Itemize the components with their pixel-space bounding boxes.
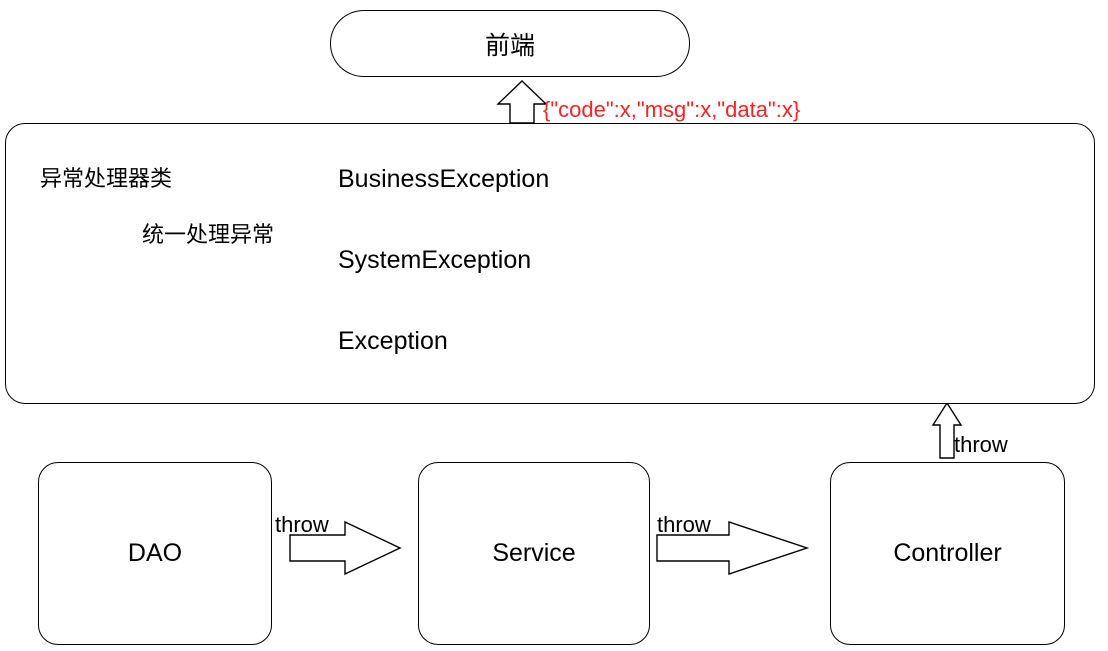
arrow-handler-to-frontend [496, 80, 548, 124]
dao-label: DAO [127, 539, 183, 567]
arrow-dao-to-service [289, 520, 402, 576]
throw-label-dao-to-service: throw [275, 512, 329, 537]
service-label: Service [492, 539, 576, 567]
frontend-label: 前端 [484, 31, 535, 60]
exception-handler-title: 异常处理器类 [40, 166, 173, 191]
throw-label-controller-to-handler: throw [954, 432, 1008, 457]
exception-handler-node[interactable] [5, 123, 1095, 404]
exception-item-business: BusinessException [338, 165, 550, 193]
response-payload-label: {"code":x,"msg":x,"data":x} [543, 97, 801, 122]
service-node[interactable] [418, 462, 650, 645]
throw-label-service-to-controller: throw [657, 512, 711, 537]
arrow-controller-to-handler [931, 401, 963, 459]
controller-label: Controller [893, 539, 1002, 567]
controller-node[interactable] [830, 462, 1065, 645]
exception-item-system: SystemException [338, 246, 532, 274]
exception-item-base: Exception [338, 327, 448, 355]
frontend-node[interactable] [330, 10, 690, 77]
dao-node[interactable] [38, 462, 272, 645]
arrow-service-to-controller [656, 521, 810, 575]
exception-handler-subtitle: 统一处理异常 [142, 222, 275, 247]
